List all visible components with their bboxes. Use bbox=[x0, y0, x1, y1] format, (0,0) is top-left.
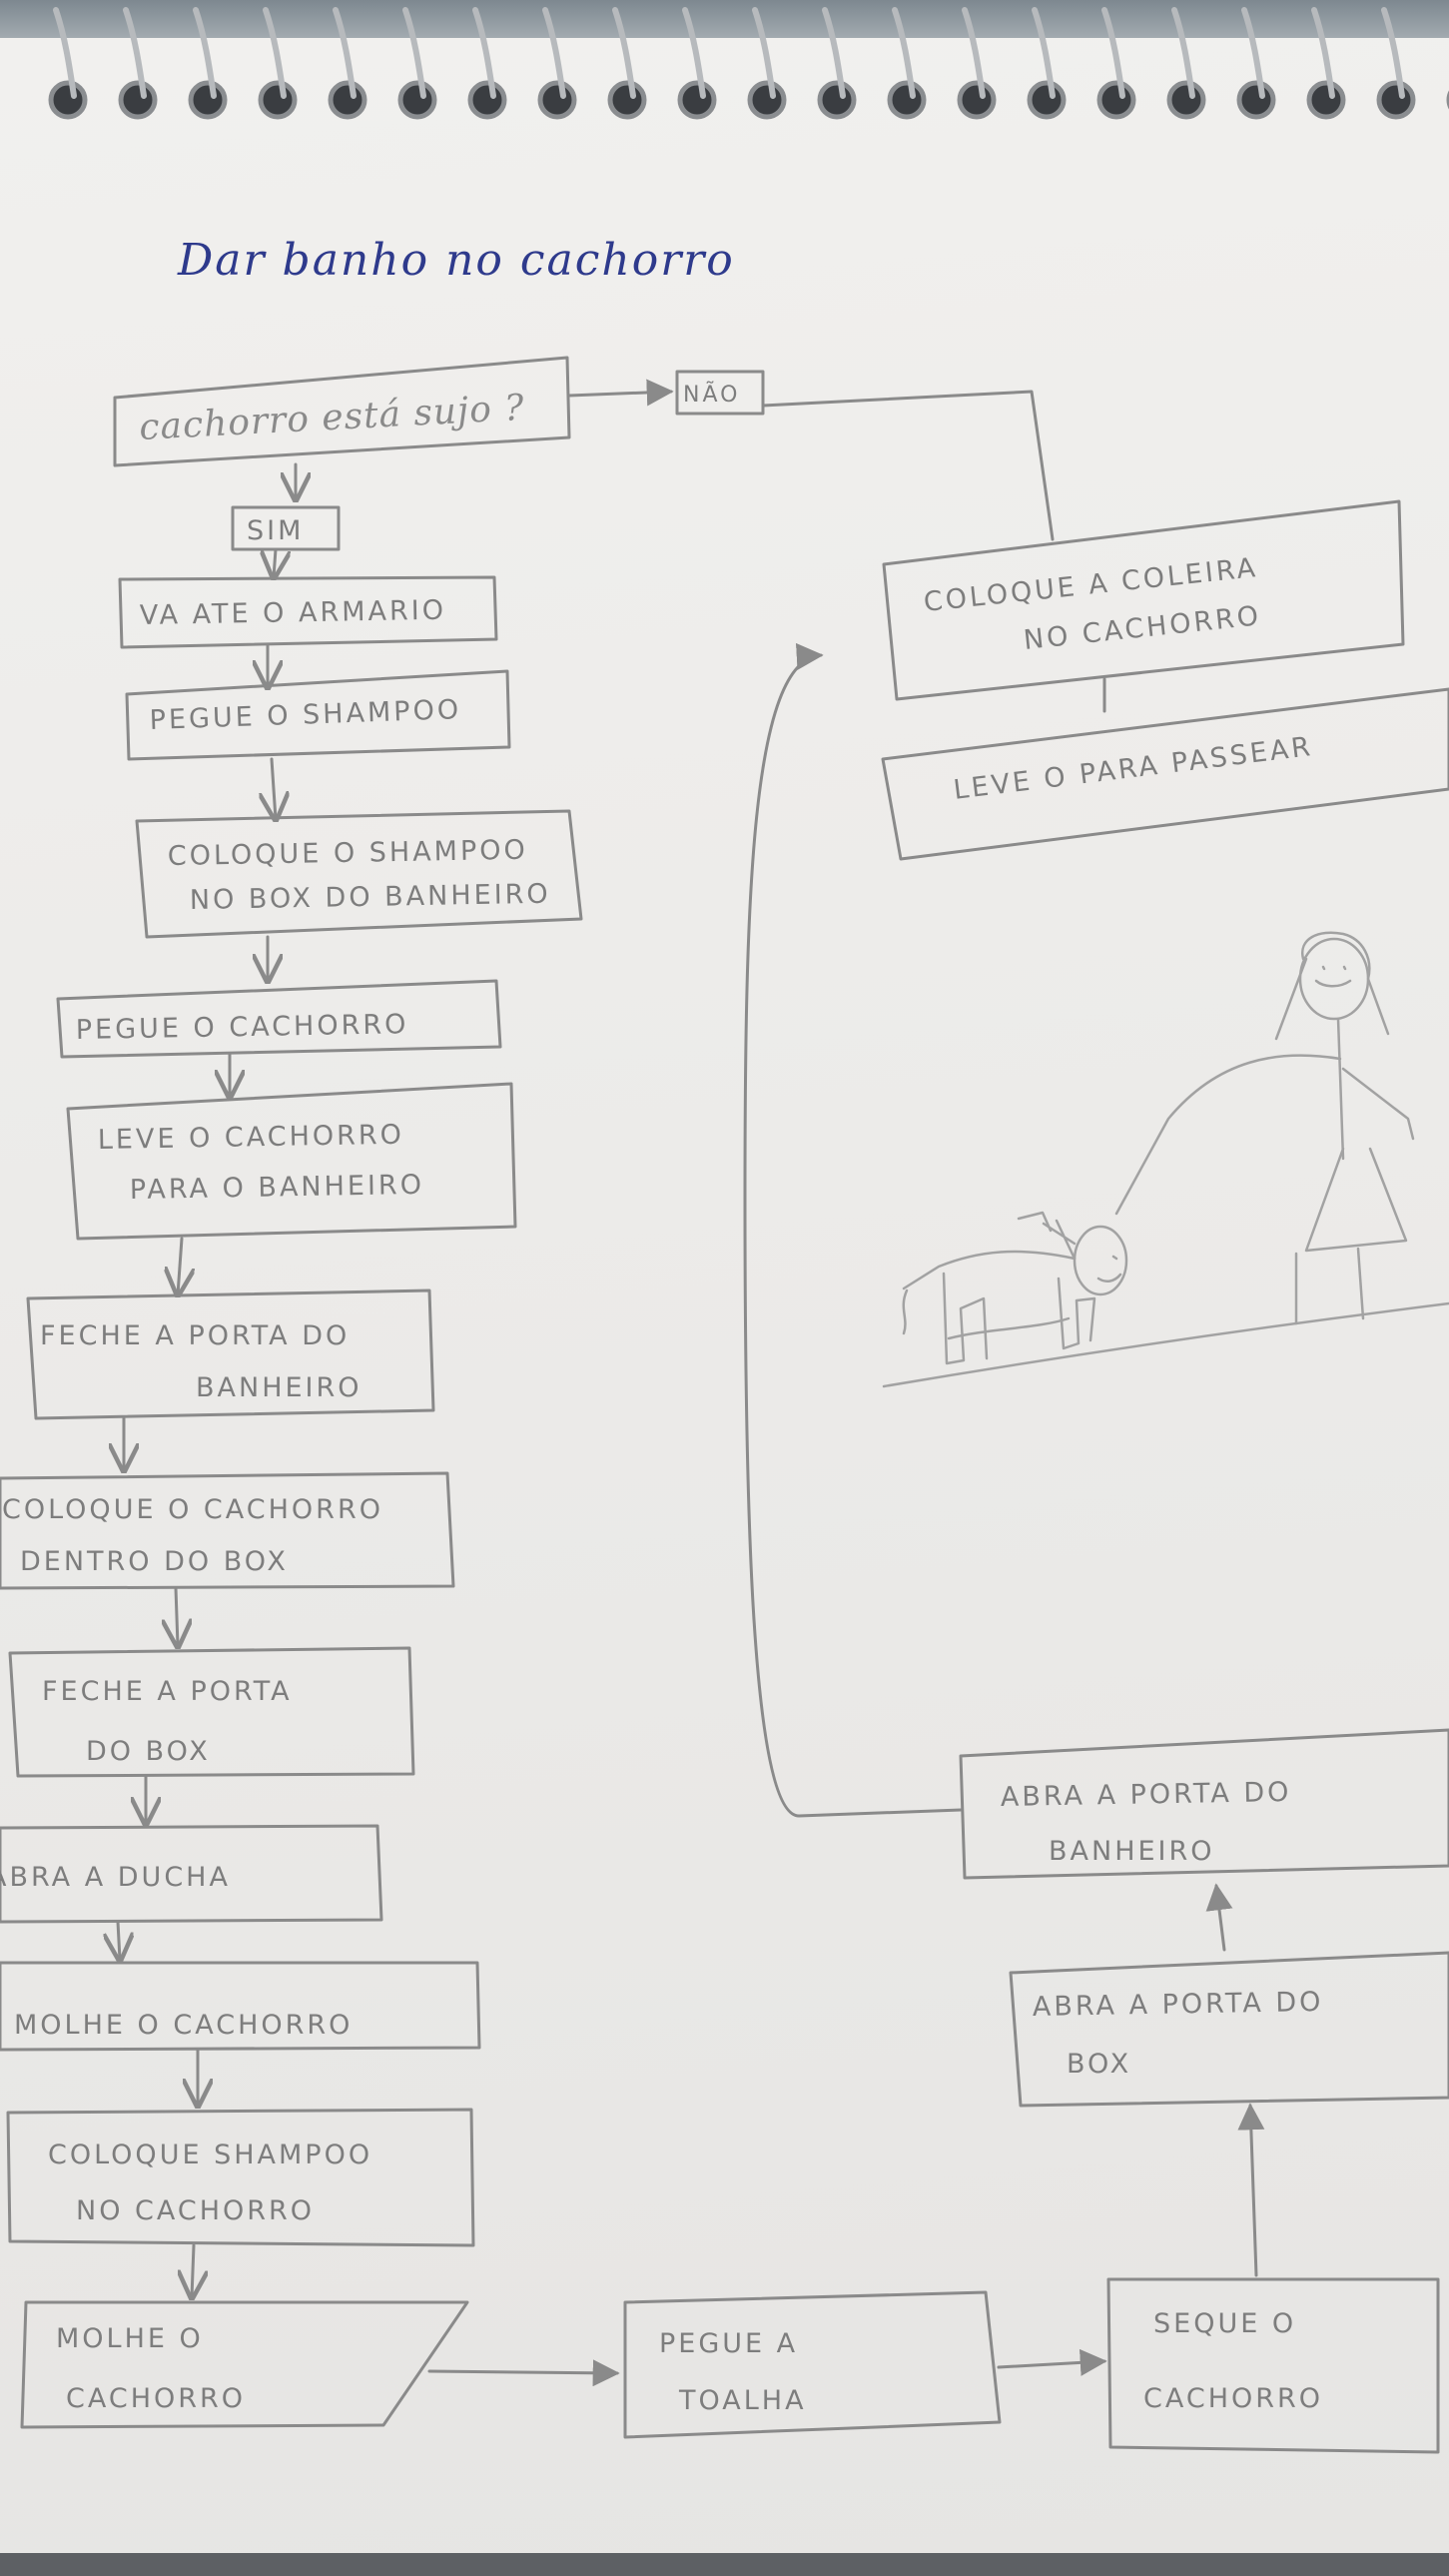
binding-ring bbox=[887, 7, 927, 120]
step-label-13b: TOALHA bbox=[678, 2385, 807, 2416]
binding-ring bbox=[957, 7, 997, 120]
binding-ring bbox=[747, 7, 787, 120]
step-box-1: VA ATE O ARMARIO bbox=[118, 575, 498, 649]
desk-background-bottom bbox=[0, 2553, 1449, 2576]
girl-and-dog-drawing bbox=[882, 931, 1449, 1388]
step-box-5: LEVE O CACHORRO PARA O BANHEIRO bbox=[66, 1082, 517, 1241]
binding-ring bbox=[677, 7, 717, 120]
step-label-1: VA ATE O ARMARIO bbox=[140, 595, 447, 631]
binding-ring bbox=[118, 7, 158, 120]
step-label-7b: DENTRO DO BOX bbox=[20, 1546, 289, 1577]
step-label-13a: PEGUE A bbox=[659, 2328, 798, 2359]
step-label-15b: BOX bbox=[1067, 2049, 1131, 2080]
diagram-title: Dar banho no cachorro bbox=[177, 235, 735, 286]
step-label-15a: ABRA A PORTA DO bbox=[1033, 1987, 1324, 2023]
no-label: NÃO bbox=[683, 381, 740, 408]
step-label-16b: BANHEIRO bbox=[1049, 1836, 1215, 1867]
step-label-4: PEGUE O CACHORRO bbox=[76, 1009, 409, 1046]
step-label-12b: CACHORRO bbox=[66, 2383, 246, 2414]
step-box-2: PEGUE O SHAMPOO bbox=[125, 669, 511, 761]
step-label-8b: DO BOX bbox=[86, 1736, 211, 1767]
step-box-13: PEGUE A TOALHA bbox=[623, 2290, 1002, 2439]
step-label-6a: FECHE A PORTA DO bbox=[40, 1320, 350, 1351]
binding-ring bbox=[607, 7, 647, 120]
step-box-8: FECHE A PORTA DO BOX bbox=[8, 1646, 415, 1778]
step-label-6b: BANHEIRO bbox=[196, 1372, 362, 1403]
step-box-12: MOLHE O CACHORRO bbox=[20, 2300, 469, 2429]
binding-ring bbox=[467, 7, 507, 120]
step-box-3: COLOQUE O SHAMPOO NO BOX DO BANHEIRO bbox=[135, 809, 583, 939]
step-box-11: COLOQUE SHAMPOO NO CACHORRO bbox=[6, 2108, 475, 2247]
step-label-2: PEGUE O SHAMPOO bbox=[149, 694, 461, 736]
step-label-14a: SEQUE O bbox=[1153, 2308, 1296, 2339]
step-box-10: MOLHE O CACHORRO bbox=[0, 1961, 481, 2052]
no-branch-label: NÃO bbox=[675, 370, 765, 416]
decision-question: cachorro está sujo ? bbox=[138, 388, 525, 448]
flow-connectors bbox=[118, 379, 1265, 2387]
step-box-18: LEVE O PARA PASSEAR bbox=[881, 687, 1449, 861]
step-label-5b: PARA O BANHEIRO bbox=[130, 1170, 425, 1206]
decision-node: cachorro está sujo ? bbox=[113, 356, 571, 467]
step-box-17: COLOQUE A COLEIRA NO CACHORRO bbox=[882, 499, 1405, 701]
step-label-10: MOLHE O CACHORRO bbox=[14, 2010, 353, 2041]
step-box-6: FECHE A PORTA DO BANHEIRO bbox=[26, 1288, 435, 1420]
step-label-8a: FECHE A PORTA bbox=[42, 1676, 293, 1707]
binding-ring bbox=[258, 7, 298, 120]
step-box-16: ABRA A PORTA DO BANHEIRO bbox=[959, 1728, 1449, 1880]
yes-branch-label: SIM bbox=[231, 505, 341, 551]
step-label-7a: COLOQUE O CACHORRO bbox=[2, 1494, 383, 1525]
binding-ring bbox=[537, 7, 577, 120]
step-box-4: PEGUE O CACHORRO bbox=[56, 979, 502, 1059]
binding-ring bbox=[1306, 7, 1346, 120]
binding-ring bbox=[328, 7, 367, 120]
spiral-binding bbox=[48, 7, 1449, 120]
step-label-17b: NO CACHORRO bbox=[1022, 600, 1262, 656]
step-box-14: SEQUE O CACHORRO bbox=[1106, 2277, 1440, 2454]
step-box-7: COLOQUE O CACHORRO DENTRO DO BOX bbox=[0, 1471, 455, 1590]
binding-ring bbox=[188, 7, 228, 120]
binding-ring bbox=[1166, 7, 1206, 120]
binding-ring bbox=[48, 7, 88, 120]
yes-label: SIM bbox=[247, 515, 304, 546]
step-label-5a: LEVE O CACHORRO bbox=[98, 1120, 405, 1156]
binding-ring bbox=[1236, 7, 1276, 120]
step-box-9: ABRA A DUCHA bbox=[0, 1824, 383, 1924]
binding-ring bbox=[817, 7, 857, 120]
step-label-3b: NO BOX DO BANHEIRO bbox=[190, 879, 551, 916]
step-label-3a: COLOQUE O SHAMPOO bbox=[168, 835, 528, 872]
binding-ring bbox=[397, 7, 437, 120]
step-label-12a: MOLHE O bbox=[56, 2323, 204, 2354]
step-label-9: ABRA A DUCHA bbox=[0, 1862, 231, 1893]
step-label-16a: ABRA A PORTA DO bbox=[1001, 1777, 1292, 1813]
step-label-11b: NO CACHORRO bbox=[76, 2195, 315, 2226]
binding-ring bbox=[1096, 7, 1136, 120]
step-label-11a: COLOQUE SHAMPOO bbox=[48, 2140, 372, 2170]
binding-ring bbox=[1027, 7, 1067, 120]
step-box-15: ABRA A PORTA DO BOX bbox=[1009, 1951, 1449, 2108]
binding-ring bbox=[1376, 7, 1416, 120]
step-label-14b: CACHORRO bbox=[1143, 2383, 1323, 2414]
